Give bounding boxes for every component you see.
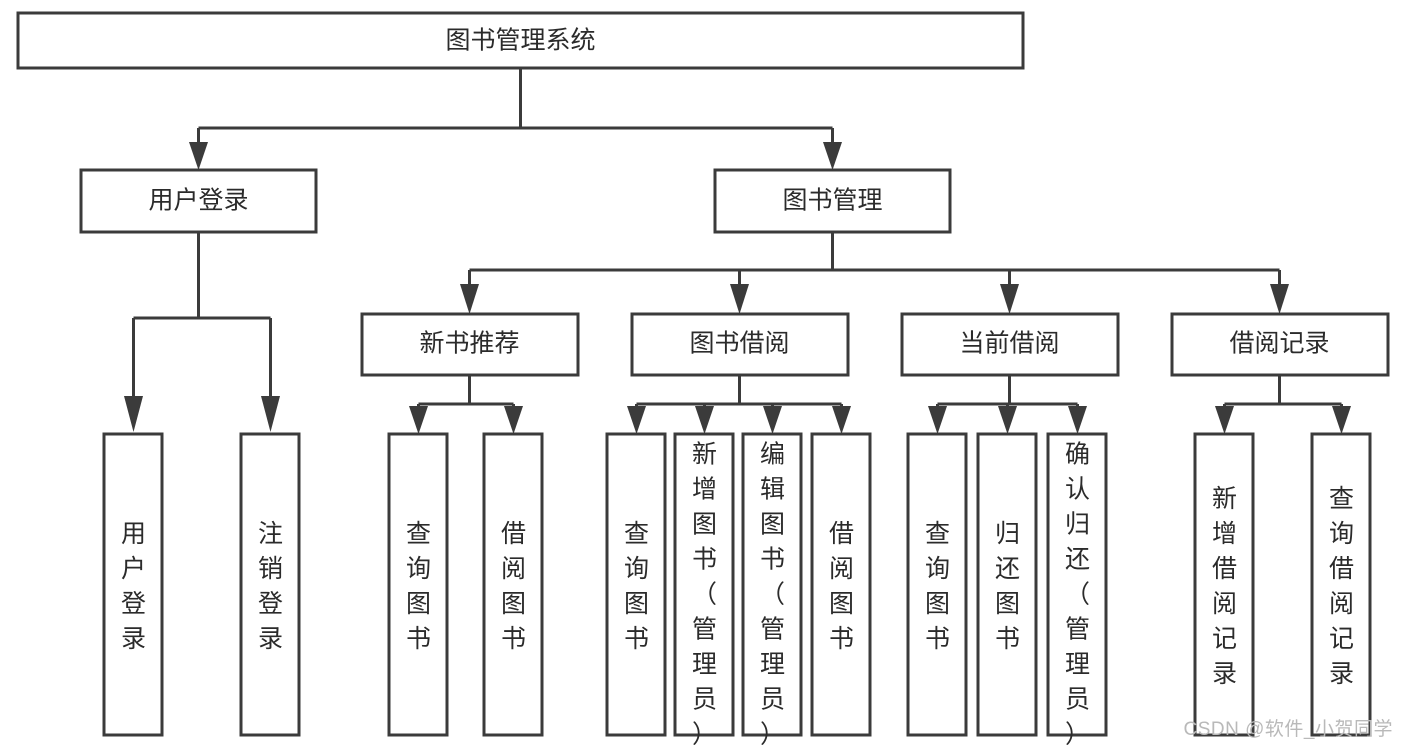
- arrow-current-leaf-2: [998, 406, 1017, 434]
- node-book-management[interactable]: 图书管理: [713, 168, 952, 234]
- leaf-logout[interactable]: 注销登录: [239, 432, 301, 737]
- arrow-records-leaf-1: [1215, 406, 1234, 434]
- leaf-borrow-query-book[interactable]: 查询图书: [605, 432, 667, 737]
- node-book-borrow[interactable]: 图书借阅: [630, 312, 850, 377]
- node-root[interactable]: 图书管理系统: [16, 11, 1025, 70]
- node-root-box[interactable]: [16, 11, 1025, 70]
- leaf-newbook-query-book[interactable]: 查询图书: [387, 432, 449, 737]
- node-new-book-recommend-box[interactable]: [360, 312, 580, 377]
- leaf-current-confirm-return-label: 确认归还（管理员）: [1065, 441, 1090, 747]
- leaf-current-query-book-box[interactable]: [906, 432, 968, 737]
- arrow-newbook-leaf-2: [504, 406, 523, 434]
- node-new-book-recommend-label: 新书推荐: [419, 330, 519, 358]
- leaf-borrow-borrow-book-box[interactable]: [810, 432, 872, 737]
- leaf-records-add-record-label: 新增借阅记录: [1212, 485, 1237, 688]
- arrow-to-book-borrow: [730, 284, 749, 314]
- arrow-to-new-book-rec: [460, 284, 479, 314]
- node-user-login[interactable]: 用户登录: [79, 168, 318, 234]
- arrow-to-borrow-records: [1270, 284, 1289, 314]
- leaf-current-confirm-return[interactable]: 确认归还（管理员）: [1046, 432, 1108, 747]
- arrow-borrow-leaf-4: [832, 406, 851, 434]
- node-new-book-recommend[interactable]: 新书推荐: [360, 312, 580, 377]
- node-user-login-box[interactable]: [79, 168, 318, 234]
- leaf-newbook-borrow-book-box[interactable]: [482, 432, 544, 737]
- leaf-newbook-query-book-box[interactable]: [387, 432, 449, 737]
- leaf-logout-box[interactable]: [239, 432, 301, 737]
- node-book-management-label: 图书管理: [782, 187, 882, 215]
- arrow-current-leaf-1: [928, 406, 947, 434]
- leaf-borrow-borrow-book[interactable]: 借阅图书: [810, 432, 872, 737]
- leaf-records-query-record-label: 查询借阅记录: [1329, 485, 1354, 688]
- leaf-records-add-record-box[interactable]: [1193, 432, 1255, 737]
- leaf-user-login-label: 用户登录: [121, 520, 146, 653]
- arrow-to-current-borrow: [1000, 284, 1019, 314]
- arrow-current-leaf-3: [1068, 406, 1087, 434]
- leaf-borrow-borrow-book-label: 借阅图书: [829, 520, 854, 653]
- leaf-newbook-borrow-book-label: 借阅图书: [501, 520, 526, 653]
- leaf-borrow-edit-book-box[interactable]: [741, 432, 803, 737]
- leaf-borrow-query-book-label: 查询图书: [624, 520, 649, 653]
- csdn-watermark: CSDN @软件_小贺同学: [1183, 719, 1393, 740]
- leaf-current-query-book-label: 查询图书: [925, 520, 950, 653]
- arrow-to-user-login: [189, 142, 208, 170]
- arrow-records-leaf-2: [1332, 406, 1351, 434]
- arrow-borrow-leaf-3: [763, 406, 782, 434]
- node-book-borrow-box[interactable]: [630, 312, 850, 377]
- leaf-user-login[interactable]: 用户登录: [102, 432, 164, 737]
- leaf-borrow-query-book-box[interactable]: [605, 432, 667, 737]
- leaf-borrow-add-book-box[interactable]: [673, 432, 735, 737]
- arrow-to-leaf-user-login: [124, 396, 143, 432]
- leaf-current-return-book[interactable]: 归还图书: [976, 432, 1038, 737]
- node-book-borrow-label: 图书借阅: [689, 330, 789, 358]
- node-current-borrow-box[interactable]: [900, 312, 1120, 377]
- leaf-borrow-add-book[interactable]: 新增图书（管理员）: [673, 432, 735, 747]
- node-root-label: 图书管理系统: [445, 27, 595, 55]
- node-borrow-records-box[interactable]: [1170, 312, 1390, 377]
- arrow-to-leaf-logout: [261, 396, 280, 432]
- leaf-current-query-book[interactable]: 查询图书: [906, 432, 968, 737]
- leaf-borrow-add-book-label: 新增图书（管理员）: [692, 441, 717, 747]
- node-current-borrow[interactable]: 当前借阅: [900, 312, 1120, 377]
- node-borrow-records[interactable]: 借阅记录: [1170, 312, 1390, 377]
- arrow-to-book-mgmt: [823, 142, 842, 170]
- node-book-management-box[interactable]: [713, 168, 952, 234]
- leaf-borrow-edit-book-label: 编辑图书（管理员）: [760, 441, 785, 747]
- leaf-records-add-record[interactable]: 新增借阅记录: [1193, 432, 1255, 737]
- node-borrow-records-label: 借阅记录: [1229, 330, 1329, 358]
- arrow-newbook-leaf-1: [409, 406, 428, 434]
- leaf-user-login-box[interactable]: [102, 432, 164, 737]
- edges-layer: [124, 68, 1351, 434]
- arrow-borrow-leaf-2: [695, 406, 714, 434]
- leaf-logout-label: 注销登录: [258, 520, 283, 653]
- leaf-records-query-record-box[interactable]: [1310, 432, 1372, 737]
- leaf-borrow-edit-book[interactable]: 编辑图书（管理员）: [741, 432, 803, 747]
- leaf-current-return-book-box[interactable]: [976, 432, 1038, 737]
- leaf-newbook-borrow-book[interactable]: 借阅图书: [482, 432, 544, 737]
- leaf-current-confirm-return-box[interactable]: [1046, 432, 1108, 737]
- node-current-borrow-label: 当前借阅: [959, 330, 1059, 358]
- leaf-newbook-query-book-label: 查询图书: [406, 520, 431, 653]
- arrow-borrow-leaf-1: [627, 406, 646, 434]
- node-user-login-label: 用户登录: [148, 187, 248, 215]
- leaf-records-query-record[interactable]: 查询借阅记录: [1310, 432, 1372, 737]
- leaf-current-return-book-label: 归还图书: [995, 520, 1020, 653]
